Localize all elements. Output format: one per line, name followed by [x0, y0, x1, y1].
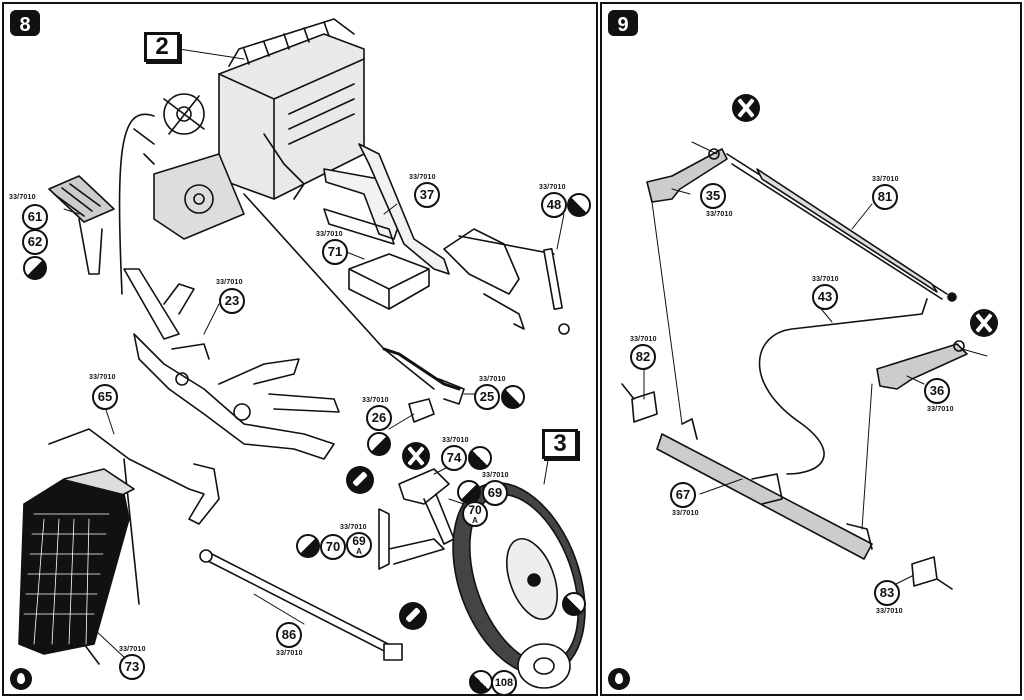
step-9-drawing [621, 141, 988, 590]
part-code: 33/7010 [362, 397, 389, 404]
part-number: 70 [468, 503, 482, 517]
part-callout-23: 23 [219, 288, 245, 314]
sub-step-engine-ref: 2 [144, 32, 180, 62]
part-code: 33/7010 [276, 650, 303, 657]
part-callout-74: 74 [441, 445, 467, 471]
box-71 [348, 253, 430, 310]
bracket-35 [646, 148, 728, 203]
plate-83 [911, 556, 938, 587]
part-code: 33/7010 [876, 608, 903, 615]
part-callout-86: 86 [276, 622, 302, 648]
step-number-badge: 8 [10, 10, 40, 36]
pedal-frame [133, 333, 340, 460]
part-callout-71: 71 [322, 239, 348, 265]
paint-disc-icon [562, 592, 586, 616]
part-code: 33/7010 [812, 276, 839, 283]
part-code: 33/7010 [442, 437, 469, 444]
cement-tube-icon [346, 466, 374, 494]
cement-tube-icon [399, 602, 427, 630]
part-callout-83: 83 [874, 580, 900, 606]
paint-disc-icon [468, 446, 492, 470]
rod-81 [691, 141, 957, 302]
wheel-tire [452, 482, 586, 676]
tie-rod-86 [203, 551, 399, 657]
part-code: 33/7010 [927, 406, 954, 413]
part-callout-26: 26 [366, 405, 392, 431]
part-callout-35: 35 [700, 183, 726, 209]
no-glue-cross-icon [732, 94, 760, 122]
part-suffix: A [472, 516, 478, 525]
part-callout-36: 36 [924, 378, 950, 404]
hub-parts [378, 378, 465, 570]
paint-disc-icon [367, 432, 391, 456]
no-glue-cross-icon [402, 442, 430, 470]
sub-step-wheel-ref: 3 [542, 429, 578, 459]
part-callout-61: 61 [22, 204, 48, 230]
paint-disc-icon [23, 256, 47, 280]
pedal-assembly [48, 175, 195, 340]
part-code: 33/7010 [539, 184, 566, 191]
part-code: 33/7010 [630, 336, 657, 343]
no-glue-cross-icon [970, 309, 998, 337]
step-number: 9 [617, 14, 629, 36]
part-code: 33/7010 [216, 279, 243, 286]
hubcap-108 [517, 643, 571, 689]
part-code: 33/7010 [89, 374, 116, 381]
part-callout-70: 70 [320, 534, 346, 560]
paint-disc-icon [567, 193, 591, 217]
part-callout-73: 73 [119, 654, 145, 680]
part-callout-48: 48 [541, 192, 567, 218]
engine-block [133, 18, 365, 240]
part-callout-70a: 70 A [462, 501, 488, 527]
part-code: 33/7010 [340, 524, 367, 531]
part-code: 33/7010 [119, 646, 146, 653]
part-code: 33/7010 [482, 472, 509, 479]
part-suffix: A [356, 547, 362, 556]
glue-drop-icon [10, 668, 32, 690]
paint-disc-icon [501, 385, 525, 409]
part-callout-67: 67 [670, 482, 696, 508]
cylinder-67 [656, 418, 873, 560]
part-code: 33/7010 [316, 231, 343, 238]
cable-top [118, 113, 155, 295]
step-8-panel: 8 2 3 33/7010 61 62 33/7010 23 33/7010 3… [2, 2, 598, 696]
step-9-panel: 9 35 33/7010 33/7010 81 33/7010 43 33/70… [600, 2, 1022, 696]
cable-43 [758, 298, 928, 475]
part-code: 33/7010 [672, 510, 699, 517]
step-number-badge: 9 [608, 10, 638, 36]
part-callout-25: 25 [474, 384, 500, 410]
bracket-37 [323, 143, 450, 275]
sub-step-number: 3 [553, 430, 567, 457]
part-callout-69a: 69 A [346, 532, 372, 558]
radiator-73 [18, 468, 135, 665]
part-callout-65: 65 [92, 384, 118, 410]
plate-82 [631, 391, 658, 423]
part-number: 69 [352, 534, 366, 548]
part-code: 33/7010 [479, 376, 506, 383]
glue-drop-icon [608, 668, 630, 690]
part-callout-82: 82 [630, 344, 656, 370]
sub-step-number: 2 [155, 33, 169, 60]
part-code: 33/7010 [706, 211, 733, 218]
paint-disc-icon [469, 670, 493, 694]
part-code: 33/7010 [409, 174, 436, 181]
part-callout-108: 108 [491, 670, 517, 694]
part-code: 33/7010 [872, 176, 899, 183]
bracket-36 [876, 343, 968, 390]
part-callout-43: 43 [812, 284, 838, 310]
part-callout-81: 81 [872, 184, 898, 210]
right-frame [443, 228, 570, 335]
step-8-drawing [18, 18, 586, 689]
part-callout-69: 69 [482, 480, 508, 506]
part-callout-62: 62 [22, 229, 48, 255]
part-code: 33/7010 [9, 194, 36, 201]
paint-disc-icon [296, 534, 320, 558]
step-number: 8 [19, 14, 31, 36]
part-callout-37: 37 [414, 182, 440, 208]
